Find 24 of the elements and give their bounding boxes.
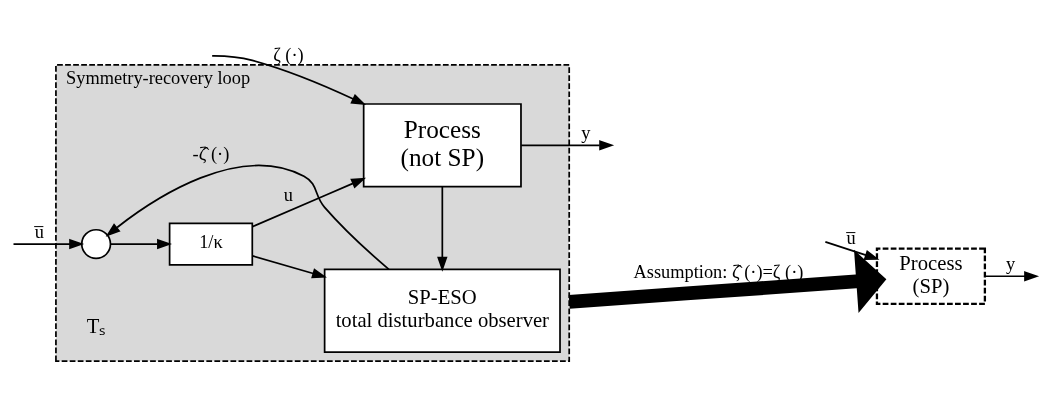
node-box: Process (SP) (875, 247, 987, 305)
arrow (520, 139, 615, 151)
arrow (824, 240, 880, 260)
edge-label: u̅ (34, 221, 44, 242)
arrow (12, 238, 85, 249)
edge-label: y (1006, 253, 1016, 274)
arrow (437, 185, 448, 272)
node-box: 1/κ (168, 222, 254, 266)
edge-label: y (581, 122, 591, 143)
arrow (984, 270, 1040, 281)
arrow (251, 254, 327, 278)
label: Tₛ (86, 314, 106, 337)
arrow (211, 54, 367, 105)
arrow (109, 238, 172, 249)
node-box: SP-ESO total disturbance observer (323, 268, 561, 353)
arrow (568, 249, 887, 313)
edge-label: ζ (·) (273, 44, 304, 65)
arrow (251, 177, 367, 228)
edge-label: u̅ (846, 227, 856, 248)
edge-label: u (283, 184, 294, 205)
node-box: Process (not SP) (362, 102, 522, 188)
node-circle (80, 228, 112, 259)
edge-label: -ζ̂ (·) (192, 143, 230, 164)
arrow (105, 164, 390, 270)
